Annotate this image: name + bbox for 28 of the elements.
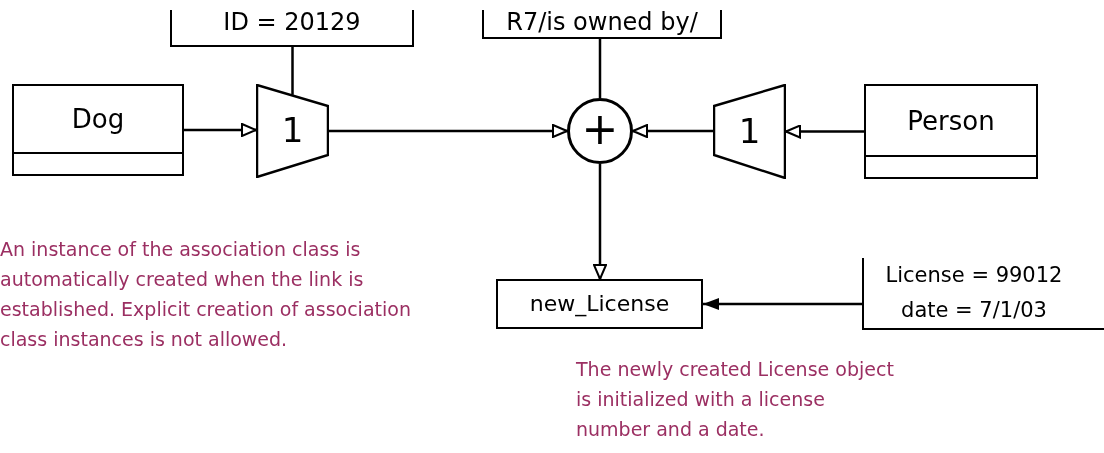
initial-values-label: date = 7/1/03 [901,297,1047,324]
object-name: new_License [529,293,670,315]
bracket [482,10,722,39]
class-box [864,84,1038,179]
initial-values-label: License = 99012 [885,262,1063,289]
bracket [862,258,1104,330]
multiplicity-label: 1 [738,110,761,151]
arrow [703,298,862,310]
object-box [496,279,703,329]
multiplicity-label: 1 [281,110,304,150]
connector-line [598,39,602,98]
arrow [329,124,568,138]
arrow [593,164,607,280]
arrow [184,123,257,137]
bracket-label: R7/is owned by/ [506,10,698,34]
plus-sign: + [581,107,619,151]
bracket [170,10,414,47]
class-box [12,84,184,176]
class-name: Person [907,107,995,134]
bracket-label: ID = 20129 [223,10,361,34]
note-text: The newly created License object is initialized with a license number and a date. [576,357,894,442]
trapezoid-shape [713,84,786,179]
arrow [632,124,713,138]
arrow [785,124,864,139]
connector-line [291,47,294,95]
class-name: Dog [71,106,125,132]
trapezoid-shape [256,84,329,178]
note-text: An instance of the association class is automatically created when the link is established. Explicit creation of association class instances is not allowed. [0,237,412,352]
